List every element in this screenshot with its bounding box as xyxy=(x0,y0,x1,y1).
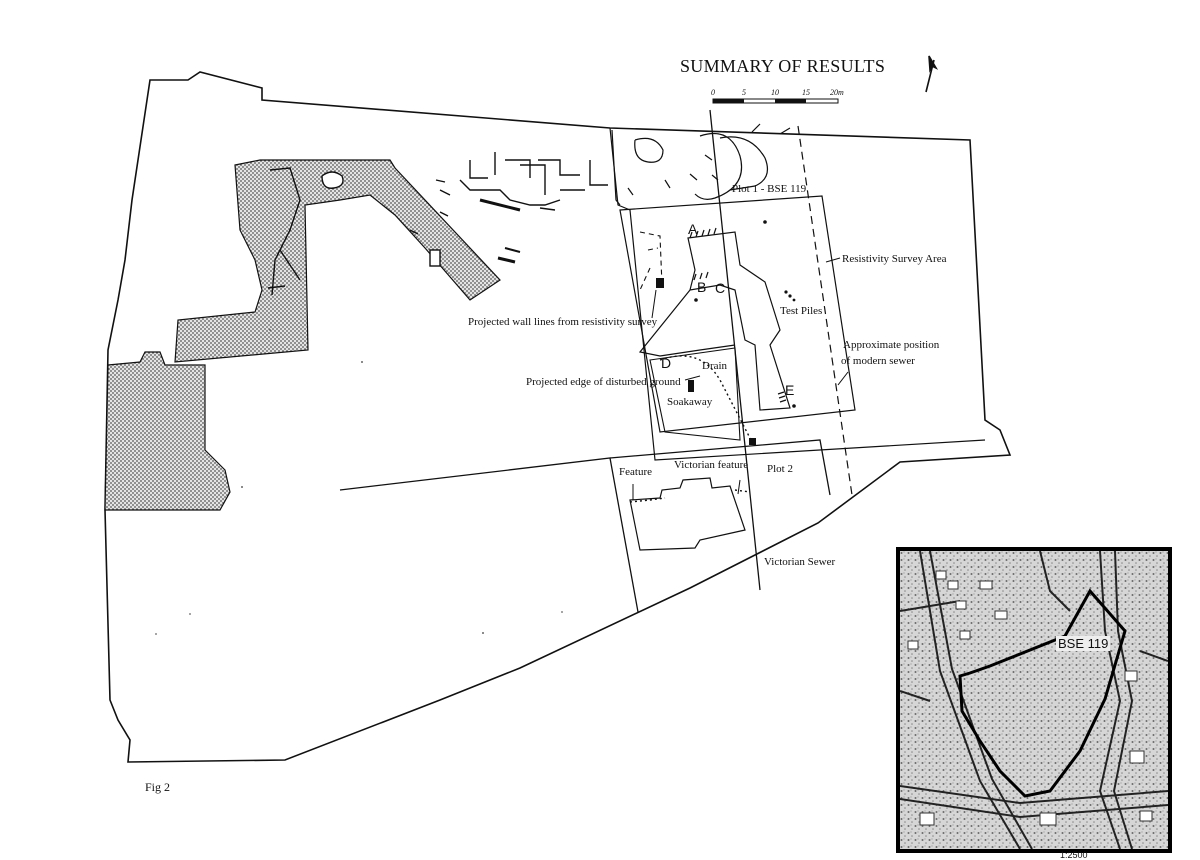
projected-edge-line xyxy=(649,347,741,441)
inset-map-drawing xyxy=(900,551,1168,849)
label-feature: Feature xyxy=(619,466,652,478)
scale-bar: 0 5 10 15 20m xyxy=(711,88,844,104)
label-victorian-sewer: Victorian Sewer xyxy=(764,556,836,568)
soakaway-block xyxy=(688,380,694,392)
feature-block xyxy=(656,278,664,288)
projected-wall-lines xyxy=(638,231,791,411)
victorian-sewer-line xyxy=(709,109,761,591)
label-soakaway: Soakaway xyxy=(667,396,713,408)
figure-label: Fig 2 xyxy=(145,780,171,794)
scale-tick-20: 20m xyxy=(830,88,844,97)
stippled-building-south xyxy=(104,351,231,511)
scale-tick-0: 0 xyxy=(711,88,715,97)
wall-hachures xyxy=(689,227,787,403)
scan-specks xyxy=(155,329,563,635)
wall-stubs xyxy=(435,152,608,264)
hachured-wall-fragments xyxy=(267,167,449,296)
inset-site-label: BSE 119 xyxy=(1056,636,1111,651)
inset-location-map: BSE 119 xyxy=(896,547,1172,853)
label-approx-sewer-2: of modern sewer xyxy=(841,355,915,367)
label-victorian-feature: Victorian feature xyxy=(674,459,749,471)
plot1-boundary xyxy=(609,127,986,461)
map-title: SUMMARY OF RESULTS xyxy=(680,56,886,76)
dashed-projected-walls xyxy=(639,231,663,291)
modern-sewer-dashed xyxy=(797,125,853,496)
stippled-building-north xyxy=(174,159,501,363)
inset-site-boundary xyxy=(958,588,1127,798)
plot2-boundary xyxy=(339,439,831,613)
point-label-a: A xyxy=(688,221,698,237)
point-label-c: C xyxy=(715,280,726,296)
scale-tick-5: 5 xyxy=(742,88,746,97)
victorian-feature-outline xyxy=(629,477,746,551)
label-projected-edge: Projected edge of disturbed ground xyxy=(526,376,681,388)
scale-tick-10: 10 xyxy=(771,88,779,97)
label-drain: Drain xyxy=(702,360,728,372)
scale-tick-15: 15 xyxy=(802,88,810,97)
inset-scale-text: 1:2500 xyxy=(1060,850,1088,860)
victorian-feature-dotted xyxy=(629,489,751,503)
label-test-piles: Test Piles xyxy=(780,305,823,317)
label-approx-sewer-1: Approximate position xyxy=(843,339,940,351)
test-pile-dots xyxy=(694,220,796,408)
resistivity-survey-area xyxy=(619,195,856,433)
label-plot1: Plot 1 - BSE 119 xyxy=(732,183,807,195)
north-arrow-icon xyxy=(925,55,939,93)
label-resistivity-area: Resistivity Survey Area xyxy=(842,253,947,265)
pond-area xyxy=(611,123,791,206)
label-plot2: Plot 2 xyxy=(767,463,793,475)
sewer-manhole xyxy=(749,438,756,445)
leader-arrows xyxy=(632,257,849,500)
point-label-b: B xyxy=(697,279,707,295)
point-label-e: E xyxy=(785,382,795,398)
label-projected-wall-lines: Projected wall lines from resistivity su… xyxy=(468,316,658,328)
point-label-d: D xyxy=(661,355,672,371)
